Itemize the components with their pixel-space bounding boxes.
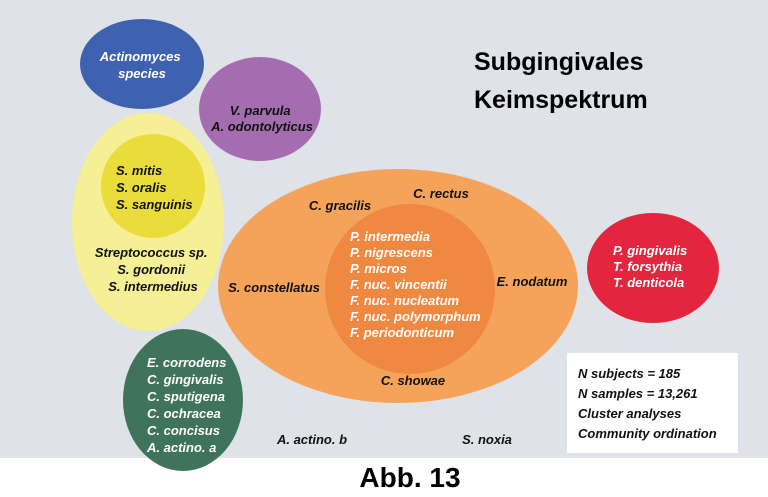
- info-box: [567, 353, 738, 453]
- orange-inner-label-4: F. nuc. vincentii: [350, 277, 447, 292]
- orange-label-rectus: C. rectus: [413, 186, 469, 201]
- blue-complex-labels: Actinomyces species: [99, 49, 185, 81]
- diagram-title: Subgingivales Keimspektrum: [474, 48, 650, 114]
- blue-label-1: Actinomyces: [99, 49, 181, 64]
- yellow-inner-label-1: S. mitis: [116, 163, 162, 178]
- figure-label: Abb. 13: [359, 462, 460, 493]
- red-complex: [587, 213, 719, 323]
- yellow-inner-label-3: S. sanguinis: [116, 197, 193, 212]
- orange-inner-label-2: P. nigrescens: [350, 245, 433, 260]
- orange-inner-labels: P. intermedia P. nigrescens P. micros F.…: [350, 229, 484, 340]
- red-label-3: T. denticola: [613, 275, 684, 290]
- red-label-1: P. gingivalis: [613, 243, 687, 258]
- red-complex-labels: P. gingivalis T. forsythia T. denticola: [613, 243, 691, 290]
- orange-label-gracilis: C. gracilis: [309, 198, 371, 213]
- orange-inner-label-5: F. nuc. nucleatum: [350, 293, 460, 308]
- purple-complex: [199, 57, 321, 161]
- green-label-5: C. concisus: [147, 423, 220, 438]
- orange-complex-inner: [325, 204, 495, 374]
- red-label-2: T. forsythia: [613, 259, 682, 274]
- yellow-inner-labels: S. mitis S. oralis S. sanguinis: [116, 163, 193, 212]
- green-label-4: C. ochracea: [147, 406, 221, 421]
- green-label-1: E. corrodens: [147, 355, 226, 370]
- yellow-outer-labels: Streptococcus sp. S. gordonii S. interme…: [95, 245, 211, 294]
- orange-label-constellatus: S. constellatus: [228, 280, 320, 295]
- orange-label-nodatum: E. nodatum: [497, 274, 568, 289]
- orange-label-showae: C. showae: [381, 373, 445, 388]
- purple-complex-labels: V. parvula A. odontolyticus: [210, 103, 313, 134]
- orange-inner-label-6: F. nuc. polymorphum: [350, 309, 481, 324]
- blue-complex: [80, 19, 204, 109]
- info-line-ordination: Community ordination: [578, 426, 717, 441]
- yellow-complex-inner: [101, 134, 205, 238]
- yellow-outer-label-2: S. gordonii: [117, 262, 185, 277]
- title-line-1: Subgingivales: [474, 48, 643, 76]
- orange-inner-label-1: P. intermedia: [350, 229, 430, 244]
- unclustered-noxia: S. noxia: [462, 432, 512, 447]
- yellow-outer-label-3: S. intermedius: [108, 279, 198, 294]
- orange-inner-label-7: F. periodonticum: [350, 325, 454, 340]
- yellow-inner-label-2: S. oralis: [116, 180, 167, 195]
- unclustered-actino-b: A. actino. b: [276, 432, 347, 447]
- purple-label-2: A. odontolyticus: [210, 119, 313, 134]
- info-line-subjects: N subjects = 185: [578, 366, 681, 381]
- green-label-2: C. gingivalis: [147, 372, 224, 387]
- blue-label-2: species: [118, 66, 166, 81]
- purple-label-1: V. parvula: [230, 103, 291, 118]
- green-complex: [123, 329, 243, 471]
- green-label-6: A. actino. a: [146, 440, 216, 455]
- yellow-outer-label-1: Streptococcus sp.: [95, 245, 208, 260]
- title-line-2: Keimspektrum: [474, 86, 648, 114]
- green-complex-labels: E. corrodens C. gingivalis C. sputigena …: [146, 355, 230, 455]
- info-box-lines: N subjects = 185 N samples = 13,261 Clus…: [578, 366, 717, 441]
- info-line-cluster: Cluster analyses: [578, 406, 681, 421]
- orange-inner-label-3: P. micros: [350, 261, 407, 276]
- info-line-samples: N samples = 13,261: [578, 386, 698, 401]
- green-label-3: C. sputigena: [147, 389, 225, 404]
